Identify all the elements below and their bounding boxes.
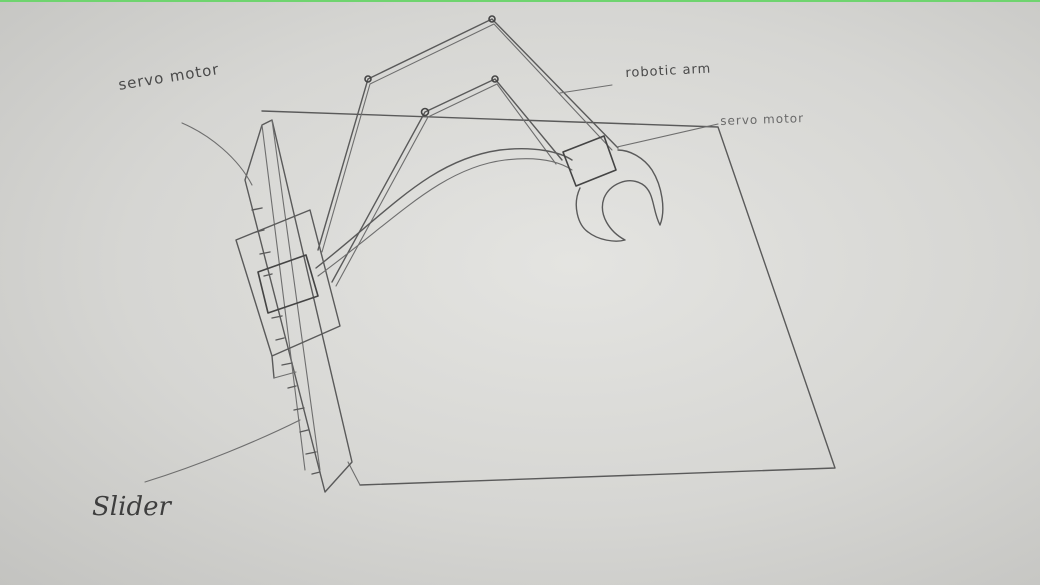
leader-servo-left <box>182 123 252 185</box>
label-servo-motor-right: servo motor <box>720 111 804 128</box>
label-slider: Slider <box>92 492 171 522</box>
arm-cable <box>316 149 572 268</box>
base-plate <box>262 111 835 485</box>
leader-slider <box>145 420 300 482</box>
arm-link-outer-2 <box>322 24 612 252</box>
arm-cable-2 <box>318 159 572 276</box>
arm-link-outer <box>318 19 618 250</box>
slider-carriage-foot <box>272 356 274 378</box>
slider-rail <box>245 120 352 492</box>
leader-servo-right <box>617 124 718 147</box>
leader-robotic-arm <box>560 85 612 93</box>
gripper-claw <box>576 150 663 241</box>
slider-rail-back-edge <box>262 125 305 470</box>
gripper-servo-motor <box>563 136 616 186</box>
